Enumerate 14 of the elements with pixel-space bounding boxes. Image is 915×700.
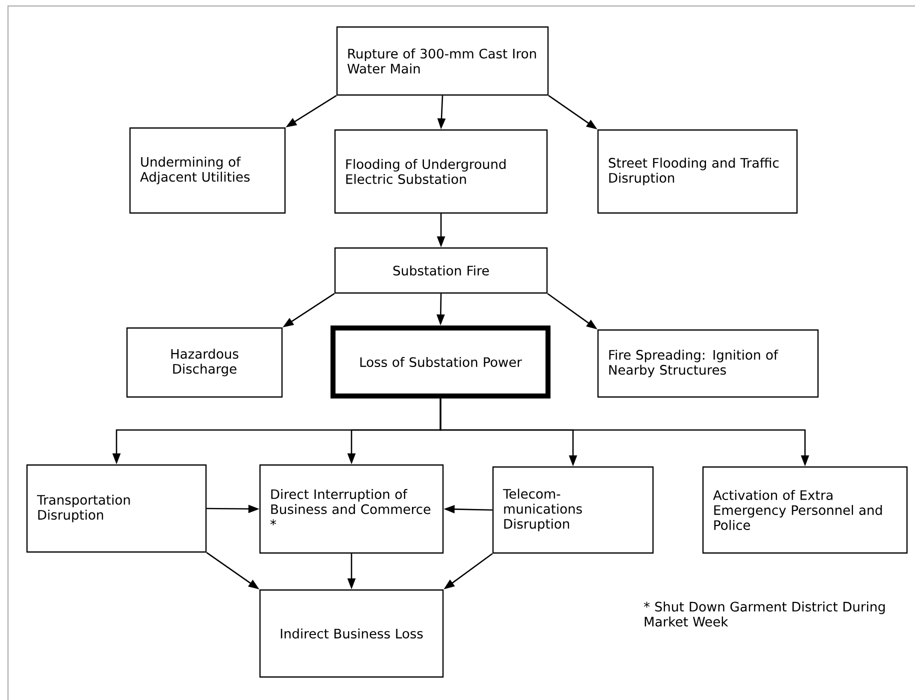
process-box: Substation Fire — [334, 247, 548, 294]
process-box: Direct Interruption of Business and Commerce * — [259, 464, 444, 554]
process-box: Indirect Business Loss — [259, 589, 444, 678]
process-box: Activation of Extra Emergency Personnel and Police — [702, 466, 908, 554]
footnote: * Shut Down Garment District During Market Week — [644, 602, 885, 627]
process-box: Fire Spreading: Ignition of Nearby Structures — [597, 329, 819, 398]
process-box: Flooding of Underground Electric Substation — [334, 129, 548, 214]
process-box: Hazardous Discharge — [126, 327, 283, 398]
process-box: Transportation Disruption — [26, 464, 207, 553]
process-box: Street Flooding and Traffic Disruption — [597, 129, 798, 214]
process-box: Telecom- munications Disruption — [492, 466, 654, 554]
process-box: Undermining of Adjacent Utilities — [129, 127, 286, 214]
process-box: Loss of Substation Power — [330, 326, 550, 398]
process-box: Rupture of 300-mm Cast Iron Water Main — [336, 26, 549, 96]
